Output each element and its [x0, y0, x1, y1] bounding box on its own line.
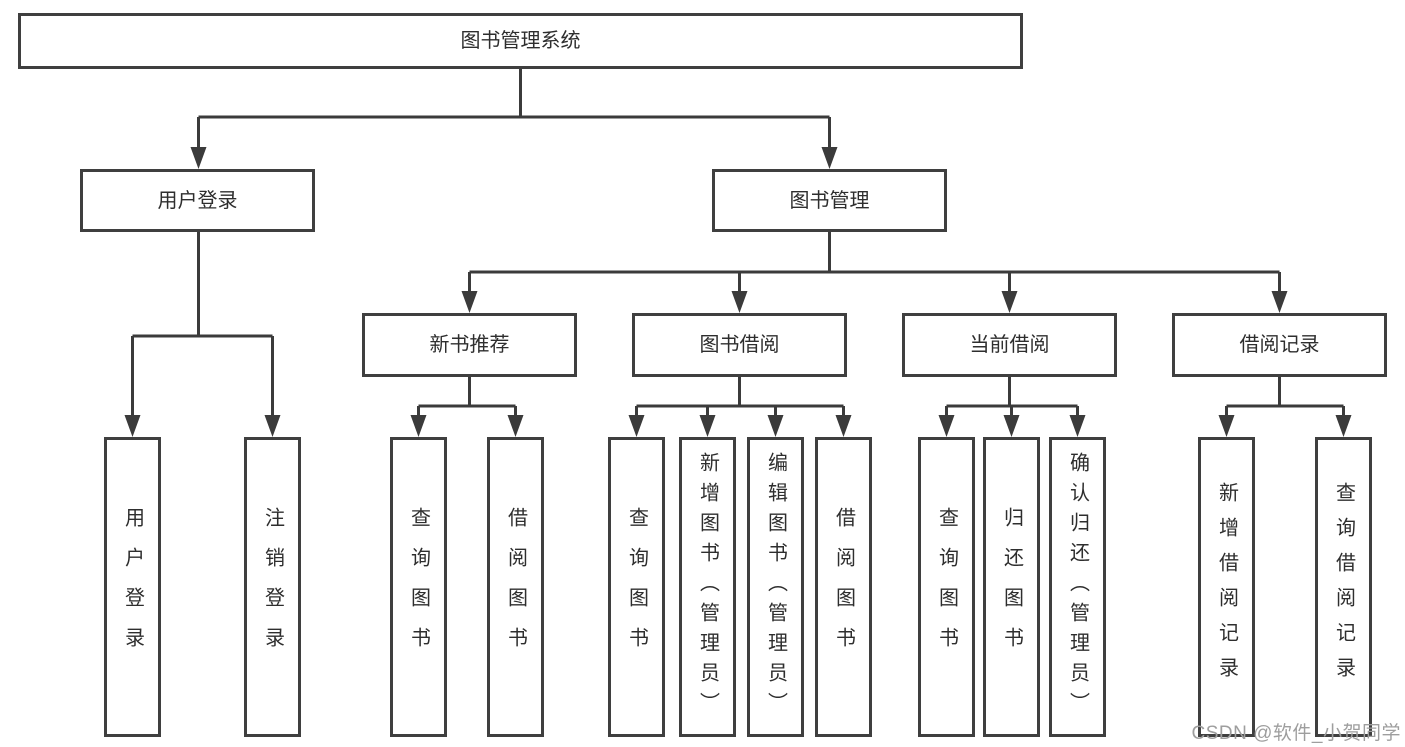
node-label: 注销登录 [261, 507, 284, 667]
node-leaf-query-borrow-record: 查询借阅记录 [1315, 437, 1372, 737]
connector-book-borrowing-children [628, 377, 852, 437]
node-current-borrowing: 当前借阅 [902, 313, 1117, 377]
arrowhead-icon [507, 415, 524, 437]
csdn-watermark: CSDN @软件_小贺同学 [1191, 723, 1401, 744]
node-leaf-add-borrow-record: 新增借阅记录 [1198, 437, 1255, 737]
node-label: 查询图书 [407, 507, 430, 667]
node-label: 图书借阅 [699, 334, 780, 356]
arrowhead-icon [938, 415, 955, 437]
node-label: 新增图书（管理员） [696, 452, 719, 722]
arrowhead-icon [1069, 415, 1086, 437]
node-label: 编辑图书（管理员） [764, 452, 787, 722]
connector-user-login-children [124, 232, 281, 437]
elbow-line [131, 232, 274, 422]
node-leaf-add-book-admin: 新增图书（管理员） [679, 437, 736, 737]
arrowhead-icon [264, 415, 281, 437]
arrowhead-icon [628, 415, 645, 437]
arrowhead-icon [1218, 415, 1235, 437]
node-label: 用户登录 [121, 507, 144, 667]
arrowhead-icon [699, 415, 716, 437]
node-leaf-borrow-books-recommend: 借阅图书 [487, 437, 544, 737]
connector-root-to-level2 [190, 69, 838, 169]
node-leaf-query-books-recommend: 查询图书 [390, 437, 447, 737]
node-label: 图书管理 [789, 189, 870, 212]
arrowhead-icon [410, 415, 427, 437]
node-label: 归还图书 [1000, 507, 1023, 667]
connector-new-book-children [410, 377, 524, 437]
arrowhead-icon [1001, 291, 1018, 313]
node-leaf-confirm-return-admin: 确认归还（管理员） [1049, 437, 1106, 737]
node-label: 借阅记录 [1239, 334, 1320, 356]
node-label: 借阅图书 [832, 507, 855, 667]
node-new-book-recommend: 新书推荐 [362, 313, 577, 377]
node-leaf-query-books-borrowing: 查询图书 [608, 437, 665, 737]
node-leaf-borrow-books-borrowing: 借阅图书 [815, 437, 872, 737]
node-leaf-logout: 注销登录 [244, 437, 301, 737]
arrowhead-icon [124, 415, 141, 437]
arrowhead-icon [835, 415, 852, 437]
elbow-line [635, 377, 845, 422]
node-leaf-user-login: 用户登录 [104, 437, 161, 737]
arrowhead-icon [190, 147, 207, 169]
arrowhead-icon [731, 291, 748, 313]
node-label: 新书推荐 [429, 334, 510, 356]
node-label: 确认归还（管理员） [1066, 452, 1089, 722]
arrowhead-icon [461, 291, 478, 313]
node-label: 查询图书 [935, 507, 958, 667]
arrowhead-icon [821, 147, 838, 169]
node-borrowing-records: 借阅记录 [1172, 313, 1387, 377]
node-label: 用户登录 [157, 189, 238, 212]
node-label: 查询借阅记录 [1332, 482, 1355, 692]
node-label: 图书管理系统 [460, 30, 581, 52]
node-label: 查询图书 [625, 507, 648, 667]
node-user-login: 用户登录 [80, 169, 315, 232]
node-label: 借阅图书 [504, 507, 527, 667]
arrowhead-icon [1003, 415, 1020, 437]
node-book-management: 图书管理 [712, 169, 947, 232]
node-label: 新增借阅记录 [1215, 482, 1238, 692]
arrowhead-icon [1335, 415, 1352, 437]
elbow-line [945, 377, 1079, 422]
node-book-borrowing: 图书借阅 [632, 313, 847, 377]
arrowhead-icon [767, 415, 784, 437]
node-root-system: 图书管理系统 [18, 13, 1023, 69]
node-leaf-query-books-current: 查询图书 [918, 437, 975, 737]
node-leaf-edit-book-admin: 编辑图书（管理员） [747, 437, 804, 737]
arrowhead-icon [1271, 291, 1288, 313]
connector-current-borrowing-children [938, 377, 1086, 437]
elbow-line [468, 232, 1281, 295]
elbow-line [197, 69, 831, 151]
node-leaf-return-book: 归还图书 [983, 437, 1040, 737]
connector-borrowing-records-children [1218, 377, 1352, 437]
connector-book-management-to-level3 [461, 232, 1288, 313]
elbow-line [417, 377, 517, 422]
node-label: 当前借阅 [969, 334, 1050, 356]
elbow-line [1225, 377, 1345, 422]
